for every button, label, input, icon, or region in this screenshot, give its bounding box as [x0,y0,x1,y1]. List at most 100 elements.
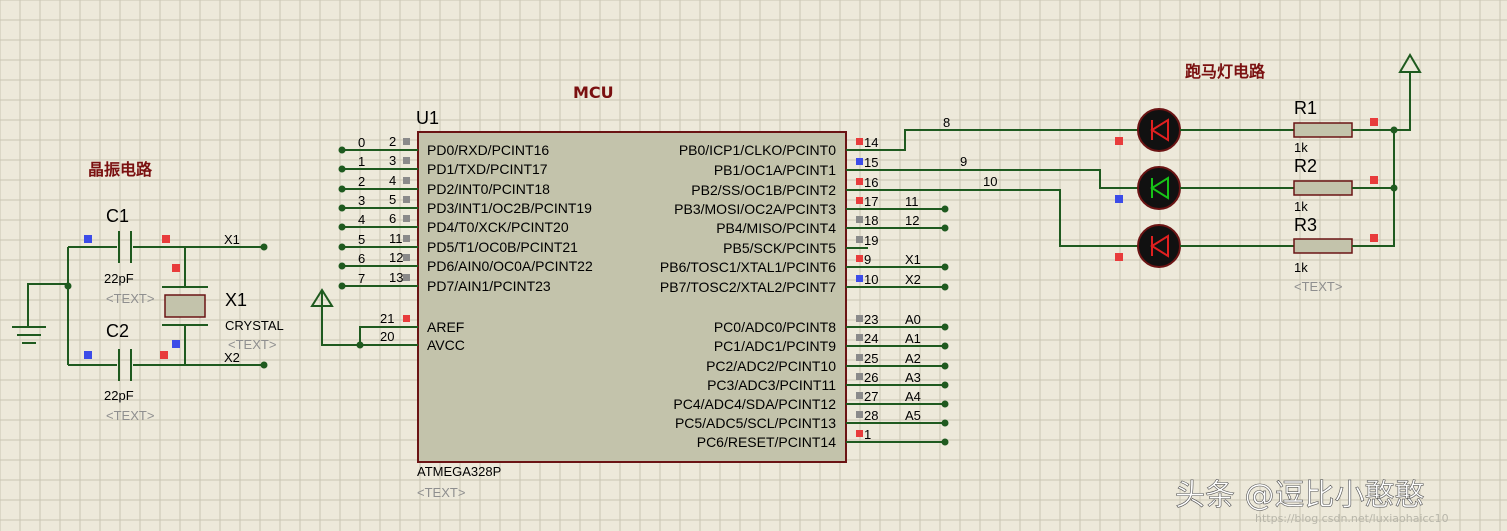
pin-terminal[interactable] [941,400,949,408]
pin-terminal[interactable] [941,342,949,350]
net-label-10: 10 [983,174,997,189]
author-watermark: 头条 @逗比小憨憨 [1175,478,1425,513]
x1-terminal [260,243,268,251]
mcu-part-name: ATMEGA328P [417,464,501,479]
resistor-common-wire [1352,130,1395,247]
pin-marker [856,315,863,322]
mcu-pin-number: 2 [389,134,396,149]
avcc-power-terminal[interactable] [310,288,418,349]
mcu-pin-number: 23 [864,312,878,327]
mcu-pin-name: PC0/ADC0/PCINT8 [714,319,836,335]
mcu-section-title: MCU [573,83,614,102]
c2-text-placeholder: <TEXT> [106,408,154,423]
crystal-text-placeholder: <TEXT> [228,337,276,352]
mcu-pin-name: PB4/MISO/PCINT4 [716,220,836,236]
pin-marker [856,216,863,223]
r1-value: 1k [1294,140,1308,155]
mcu-pin-name: PC5/ADC5/SCL/PCINT13 [675,415,836,431]
pin-terminal[interactable] [941,283,949,291]
mcu-pin-number: 25 [864,351,878,366]
led-d2-body [1137,166,1181,210]
mcu-pin-name: PC6/RESET/PCINT14 [697,434,836,450]
net-label: A2 [905,351,921,366]
net-label: 7 [358,271,365,286]
pin-terminal[interactable] [338,146,346,154]
c1-ref: C1 [106,206,129,226]
pin-terminal[interactable] [941,323,949,331]
resistor-junction [1390,126,1398,134]
pin-terminal[interactable] [338,282,346,290]
pin-terminal[interactable] [338,262,346,270]
pin-marker [403,177,410,184]
mcu-pin-number: 1 [864,427,871,442]
mcu-pin-number: 14 [864,135,878,150]
net-label: A0 [905,312,921,327]
pin-terminal[interactable] [941,362,949,370]
r3-value: 1k [1294,260,1308,275]
mcu-pin-number: 18 [864,213,878,228]
mcu-pin-name: PB3/MOSI/OC2A/PCINT3 [674,201,836,217]
resistor-r1[interactable] [1293,122,1353,138]
mcu-pin-number: 9 [864,252,871,267]
net-label: 12 [905,213,919,228]
vcc-arrow-icon [1398,53,1422,73]
mcu-pin-number: 4 [389,173,396,188]
net-label: A3 [905,370,921,385]
pin-terminal[interactable] [338,165,346,173]
mcu-text-placeholder: <TEXT> [417,485,465,500]
resistor-r3[interactable] [1293,238,1353,254]
mcu-pin-name: AREF [427,319,464,335]
pin-marker [856,138,863,145]
net-label: 2 [358,174,365,189]
led-d1-diode-icon [1150,118,1169,142]
resistor-r2[interactable] [1293,180,1353,196]
r1-pin-marker [1370,118,1378,126]
mcu-pin-name: PD0/RXD/PCINT16 [427,142,549,158]
net-label-9: 9 [960,154,967,169]
mcu-pin-name: PD6/AIN0/OC0A/PCINT22 [427,258,593,274]
mcu-pin-number: 6 [389,211,396,226]
led-d2-pin-marker [1115,195,1123,203]
mcu-pin-number: 13 [389,270,403,285]
crystal-ref: X1 [225,290,247,310]
mcu-pin-name: PB0/ICP1/CLKO/PCINT0 [679,142,836,158]
mcu-pin-number: 20 [380,329,394,344]
pin-terminal[interactable] [941,419,949,427]
pin-terminal[interactable] [941,381,949,389]
led-chase-circuit[interactable]: 8 9 10 R1 1k R2 1k R3 [868,53,1422,294]
r3-pin-marker [1370,234,1378,242]
c2-value: 22pF [104,388,134,403]
oscillator-circuit[interactable]: C1 22pF <TEXT> C2 22pF <TEXT> X1 CRYSTAL… [12,206,284,423]
mcu-body[interactable] [417,131,847,463]
r2-pin-marker [1370,176,1378,184]
pin-marker [403,157,410,164]
pin-terminal[interactable] [941,205,949,213]
avcc-junction [356,341,364,349]
ground-junction [64,282,72,290]
net-8-wire [868,129,1138,151]
mcu-pin-number: 21 [380,311,394,326]
resistor-junction [1390,184,1398,192]
pin-marker [856,411,863,418]
pin-terminal[interactable] [338,185,346,193]
pin-terminal[interactable] [941,224,949,232]
mcu-pin-name: PB2/SS/OC1B/PCINT2 [691,182,836,198]
mcu-pin-name: PC3/ADC3/PCINT11 [707,377,836,393]
avcc-wire [321,290,418,346]
mcu-pin-name: PD1/TXD/PCINT17 [427,161,548,177]
pin-terminal[interactable] [338,223,346,231]
pin-terminal[interactable] [338,204,346,212]
net-label: 3 [358,193,365,208]
net-label: 1 [358,154,365,169]
pin-marker [856,373,863,380]
pin-marker [856,178,863,185]
pin-terminal[interactable] [338,243,346,251]
pin-terminal[interactable] [941,263,949,271]
pin-terminal[interactable] [941,438,949,446]
pin-marker [403,196,410,203]
mcu-pin-name: PB1/OC1A/PCINT1 [714,162,836,178]
url-watermark: https://blog.csdn.net/luxiaohaicc10 [1255,512,1449,525]
